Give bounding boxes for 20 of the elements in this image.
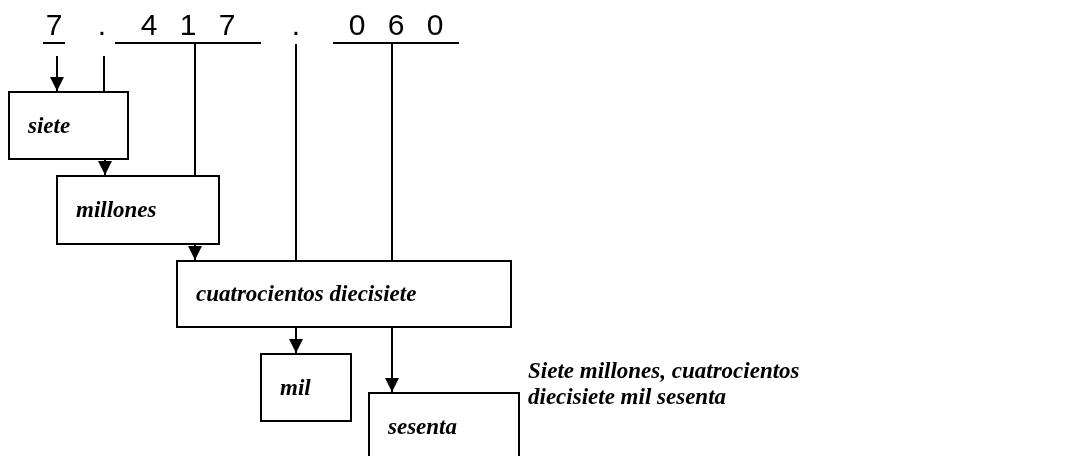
word-box: mil [260, 353, 352, 422]
arrow [385, 327, 399, 393]
word-box: siete [8, 91, 129, 160]
separator-dot: . [288, 8, 304, 44]
arrow [50, 55, 64, 92]
word-box: cuatrocientos diecisiete [176, 260, 512, 328]
arrow [188, 244, 202, 261]
connector-line [194, 43, 196, 176]
digit-group: 4 1 7 [115, 8, 261, 44]
result-text: Siete millones, cuatrocientos diecisiete mil sesenta [528, 358, 801, 410]
connector-line [391, 43, 393, 261]
arrow [98, 159, 112, 176]
word-box: millones [56, 175, 220, 245]
connector-line [295, 43, 297, 261]
digit-group: 0 6 0 [333, 8, 459, 44]
arrow [289, 327, 303, 354]
word-box: sesenta [368, 392, 520, 456]
separator-dot: . [94, 8, 110, 44]
connector-line [103, 55, 105, 92]
digit-text: 7 [43, 8, 65, 44]
